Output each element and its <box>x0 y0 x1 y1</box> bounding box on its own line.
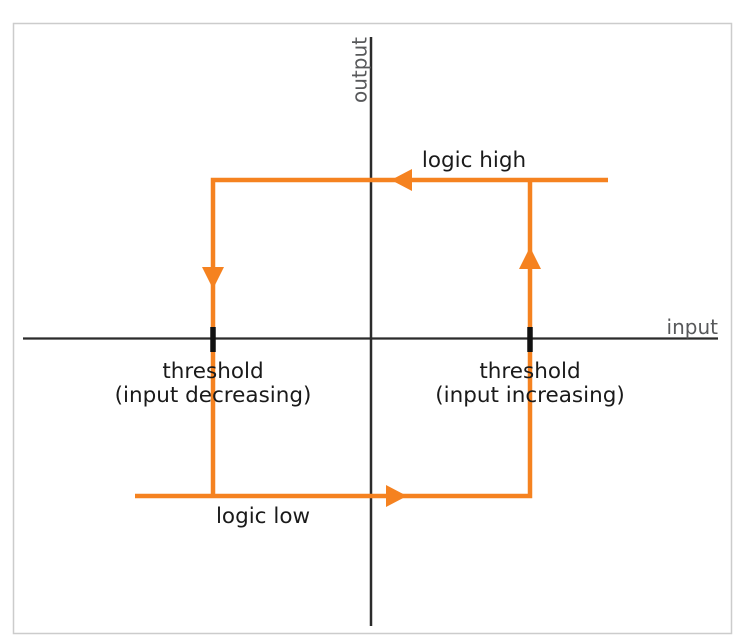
y-axis-label: output <box>348 37 372 103</box>
logic-high-label: logic high <box>422 148 526 173</box>
threshold-decreasing-line1: threshold <box>162 359 263 384</box>
arrowhead-right <box>386 485 407 507</box>
threshold-decreasing-label: threshold (input decreasing) <box>115 359 312 408</box>
x-axis-label: input <box>667 315 719 339</box>
arrowhead-down <box>202 267 224 289</box>
arrowhead-up <box>519 247 541 269</box>
threshold-increasing-line2: (input increasing) <box>435 383 625 408</box>
threshold-decreasing-line2: (input decreasing) <box>115 383 312 408</box>
threshold-increasing-label: threshold (input increasing) <box>435 359 625 408</box>
arrowhead-left <box>391 169 412 191</box>
logic-low-label: logic low <box>216 504 310 529</box>
threshold-increasing-line1: threshold <box>479 359 580 384</box>
frame-border <box>12 22 733 635</box>
